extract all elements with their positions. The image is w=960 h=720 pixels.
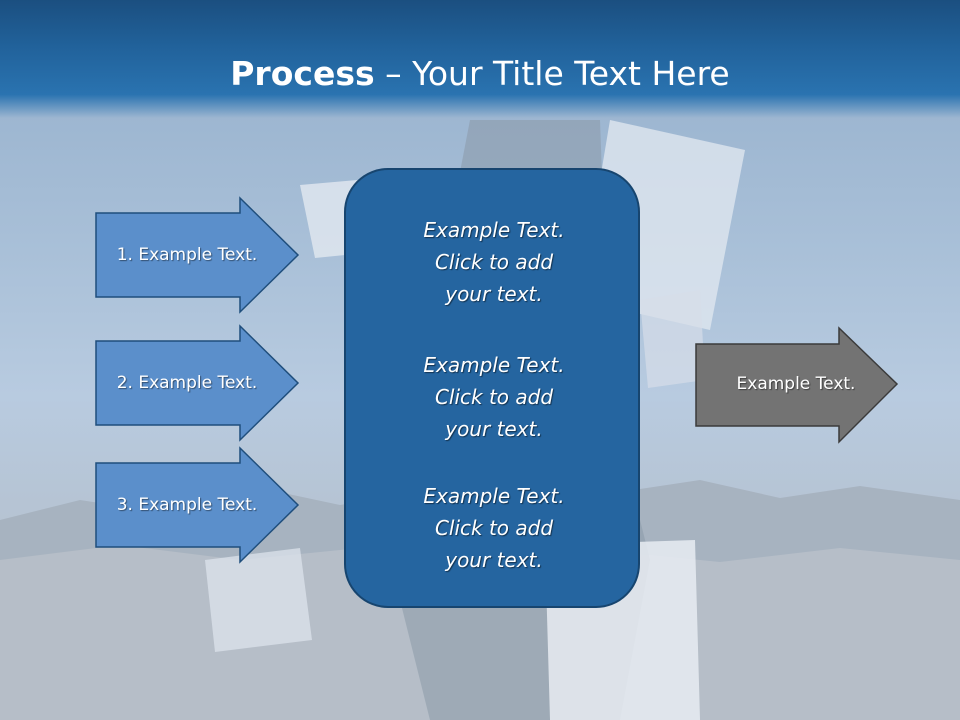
process-text-block-3[interactable]: Example Text. Click to add your text. <box>346 480 642 576</box>
input-arrow-2-label: 2. Example Text. <box>116 373 258 393</box>
process-box[interactable]: Example Text. Click to add your text. Ex… <box>344 168 640 608</box>
title-bar <box>0 0 960 118</box>
process-text-block-2[interactable]: Example Text. Click to add your text. <box>346 349 642 445</box>
process-text-1-line2: Click to add <box>434 250 554 274</box>
input-arrow-3[interactable] <box>95 446 300 564</box>
process-text-3-line3: your text. <box>445 548 543 572</box>
process-text-3-line1: Example Text. <box>423 484 565 508</box>
title-rest-text: – Your Title Text Here <box>374 54 730 93</box>
process-text-1-line1: Example Text. <box>423 218 565 242</box>
process-text-3-line2: Click to add <box>434 516 554 540</box>
process-text-2-line1: Example Text. <box>423 353 565 377</box>
slide-title: Process – Your Title Text Here <box>0 52 960 96</box>
process-text-1-line3: your text. <box>445 282 543 306</box>
process-text-2-line3: your text. <box>445 417 543 441</box>
title-bold-text: Process <box>230 54 375 93</box>
process-text-block-1[interactable]: Example Text. Click to add your text. <box>346 214 642 310</box>
input-arrow-1-label: 1. Example Text. <box>116 245 258 265</box>
output-arrow-label: Example Text. <box>736 374 856 394</box>
input-arrow-3-label: 3. Example Text. <box>116 495 258 515</box>
process-text-2-line2: Click to add <box>434 385 554 409</box>
output-arrow[interactable] <box>695 326 899 444</box>
input-arrow-1[interactable] <box>95 196 300 314</box>
input-arrow-2[interactable] <box>95 324 300 442</box>
